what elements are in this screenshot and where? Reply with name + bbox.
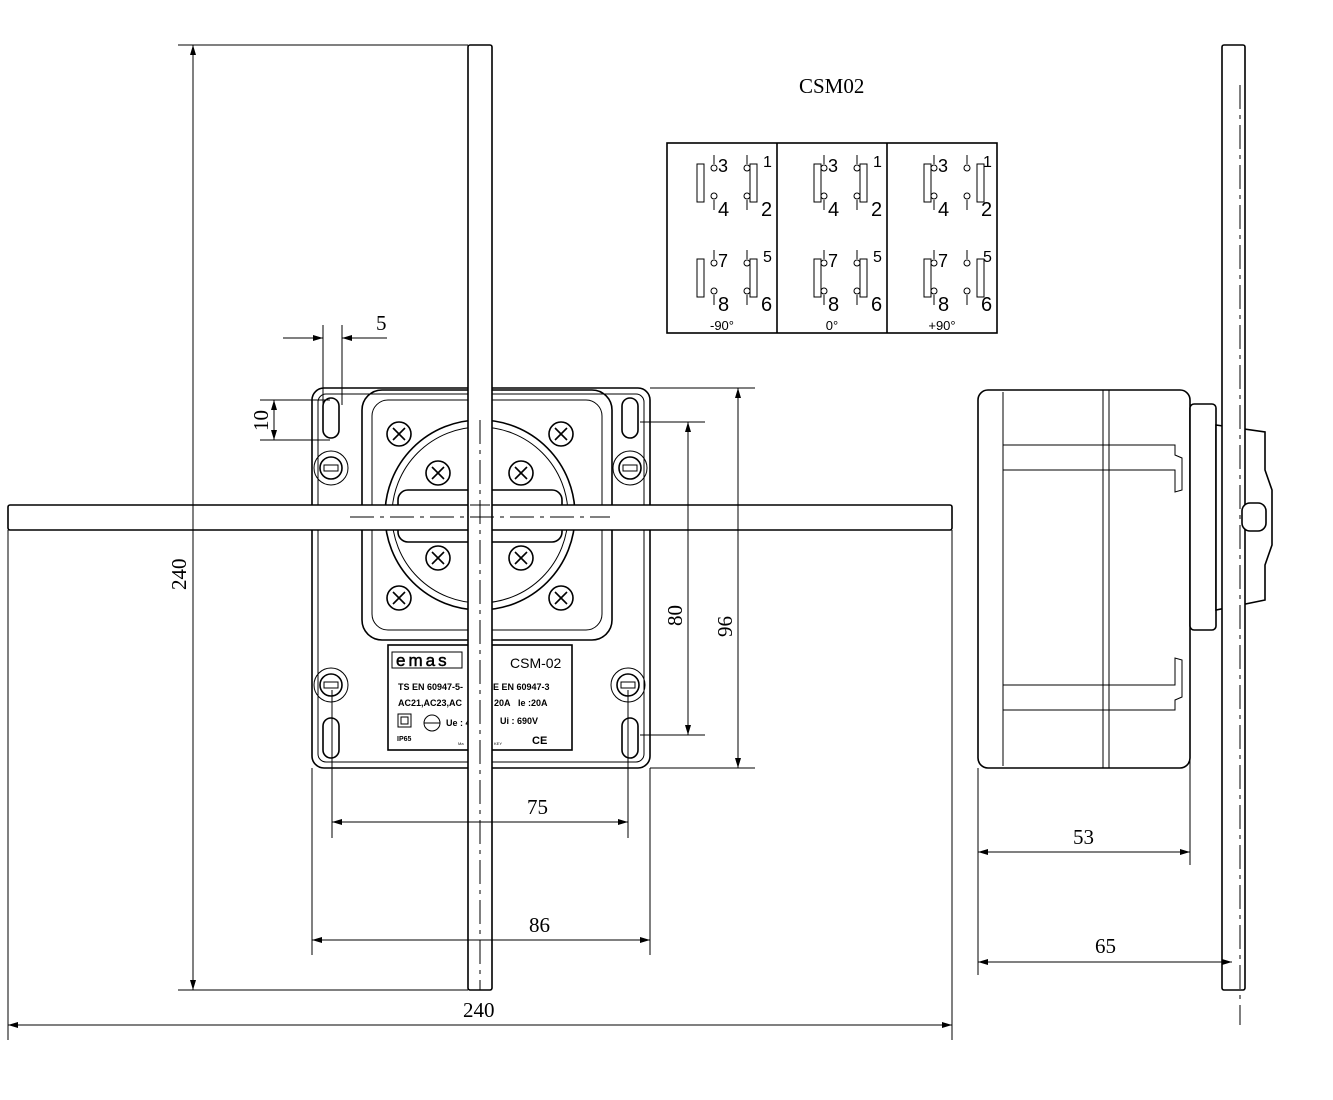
dim-lever-height: 240 [167,559,191,591]
dim-hole-pitch-horizontal: 75 [527,795,548,819]
nameplate-made-in-right: KEY [494,741,502,746]
side-view [977,44,1273,1025]
terminal-label: 6 [871,294,882,316]
mounting-slot [322,717,340,759]
mounting-screw-icon [313,667,349,703]
front-view: emas CSM-02 TS EN 60947-5- E EN 60947-3 … [7,44,953,991]
cover-screw-icon [425,545,451,571]
side-housing [977,389,1191,769]
switch-position-cell: 3 4 1 2 7 8 5 6 0° [813,154,882,333]
terminal-label: 5 [873,249,882,266]
terminal-label: 1 [763,154,772,171]
position-label: 0° [826,318,838,333]
switching-diagram: 3 4 1 2 7 8 5 6 -90° 3 4 1 2 7 8 5 6 0° 3 4 1 2 7 8 5 6 +90° [666,142,998,334]
contact-bridge [923,163,932,203]
nameplate-brand: emas [396,651,450,670]
terminal-label: 6 [761,294,772,316]
nameplate-current: 20A [494,698,511,708]
terminal-label: 2 [761,199,772,221]
cover-screw-icon [508,545,534,571]
terminal-label: 3 [828,156,838,176]
side-dimensions: 53 65 [977,630,1232,975]
contact-bridge [813,258,822,298]
contact-bridge [696,258,705,298]
mounting-slot [621,717,639,759]
terminal-label: 4 [938,199,949,221]
terminal-label: 4 [828,199,839,221]
nameplate-voltage-ue: Ue : 4 [446,718,471,728]
terminal-label: 1 [873,154,882,171]
dim-body-height: 96 [713,616,737,637]
terminal-label: 1 [983,154,992,171]
terminal-label: 8 [718,294,729,316]
dimensions: 240 240 75 86 80 96 5 10 [7,44,953,1040]
side-flange [1189,403,1217,631]
terminal-label: 6 [981,294,992,316]
contact-bridge [923,258,932,298]
terminal-label: 3 [938,156,948,176]
nameplate-ip: IP65 [397,736,412,743]
diagram-title: CSM02 [799,74,864,98]
dim-slot-width: 5 [376,311,387,335]
nameplate-ce: CE [532,735,547,747]
terminal-label: 4 [718,199,729,221]
contact-bridge [749,163,758,203]
terminal-label: 2 [981,199,992,221]
contact-bridge [859,163,868,203]
switch-position-cell: 3 4 1 2 7 8 5 6 -90° [696,154,772,333]
nameplate-categories: AC21,AC23,AC [398,698,463,708]
contact-bridge [749,258,758,298]
double-insulation-icon [397,713,412,728]
terminal-label: 5 [763,249,772,266]
nameplate-standard-right: E EN 60947-3 [493,682,550,692]
terminal-label: 7 [938,251,948,271]
contact-bridge [696,163,705,203]
terminal-label: 2 [871,199,882,221]
terminal-label: 7 [828,251,838,271]
side-shaft-nut [1241,502,1267,532]
mounting-slot [621,397,639,439]
terminal-label: 5 [983,249,992,266]
contact-bridge [813,163,822,203]
nameplate-voltage-ui: Ui : 690V [500,716,538,726]
terminal-label: 3 [718,156,728,176]
nameplate: emas CSM-02 TS EN 60947-5- E EN 60947-3 … [387,644,573,751]
contact-bridge [976,163,985,203]
position-label: -90° [710,318,734,333]
cover-screw-icon [508,460,534,486]
dim-slot-length: 10 [249,410,273,431]
switch-position-cell: 3 4 1 2 7 8 5 6 +90° [923,154,992,333]
cover-screw-icon [548,585,574,611]
position-label: +90° [928,318,955,333]
nameplate-current-ie: Ie :20A [518,698,548,708]
dim-side-depth: 53 [1073,825,1094,849]
cover-screw-icon [425,460,451,486]
dim-lever-width: 240 [463,998,495,1022]
dim-hole-pitch-vertical: 80 [663,605,687,626]
terminal-label: 8 [828,294,839,316]
cover-screw-icon [386,421,412,447]
nameplate-made-in-left: Ma [458,741,464,746]
mounting-screw-icon [612,450,648,486]
nameplate-model: CSM-02 [510,655,562,671]
terminal-label: 7 [718,251,728,271]
contact-bridge [859,258,868,298]
mounting-slot [322,397,340,439]
mounting-screw-icon [313,450,349,486]
nameplate-standard-left: TS EN 60947-5- [398,682,463,692]
cover-screw-icon [386,585,412,611]
dim-side-depth-total: 65 [1095,934,1116,958]
contact-bridge [976,258,985,298]
dim-body-width: 86 [529,913,550,937]
terminal-label: 8 [938,294,949,316]
cover-screw-icon [548,421,574,447]
